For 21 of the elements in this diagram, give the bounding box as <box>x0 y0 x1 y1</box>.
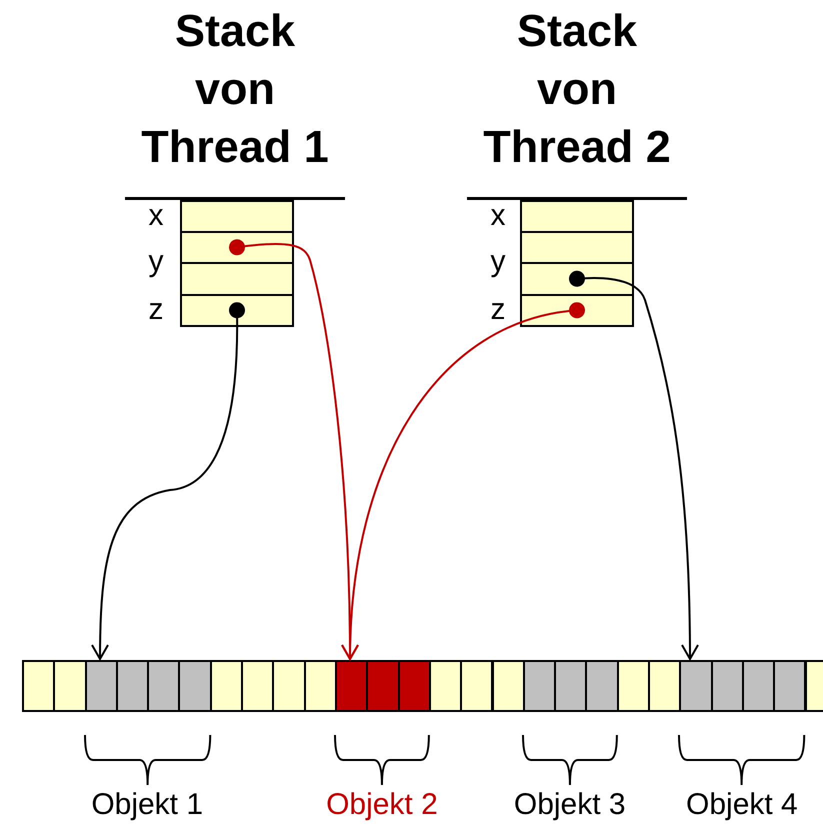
object-label: Objekt 1 <box>90 788 204 822</box>
pointer-arrow <box>342 302 585 660</box>
object-label: Objekt 4 <box>685 788 799 822</box>
stack-cell <box>180 200 294 232</box>
stack-heading: Stack von Thread 1 <box>140 4 330 174</box>
stack-cell <box>520 200 634 232</box>
variable-name: y <box>148 246 164 278</box>
variable-name: x <box>490 200 506 232</box>
variable-name: z <box>490 294 506 326</box>
variable-name: z <box>148 294 164 326</box>
object-label: Objekt 2 <box>325 788 439 822</box>
pointer-arrow <box>569 270 699 660</box>
stack-cell <box>180 262 294 296</box>
variable-name: y <box>490 246 506 278</box>
variable-name: x <box>148 200 164 232</box>
stack-cell <box>520 294 634 326</box>
stack-cell <box>180 294 294 326</box>
stack-heading: Stack von Thread 2 <box>482 4 672 174</box>
stack-cell <box>520 231 634 264</box>
pointer-arrow <box>91 302 245 660</box>
object-label: Objekt 3 <box>512 788 627 822</box>
